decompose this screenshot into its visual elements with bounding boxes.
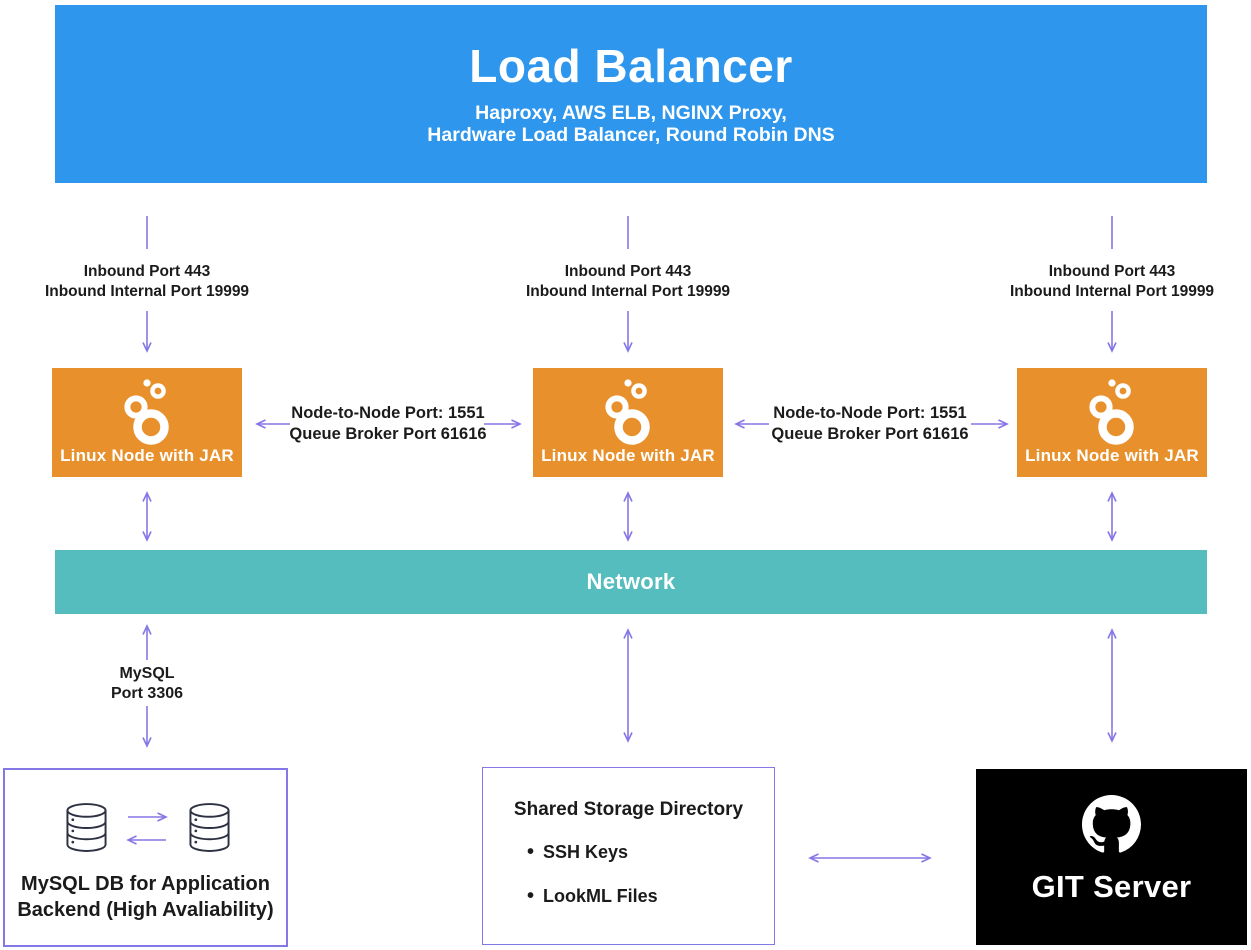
linux-node-label: Linux Node with JAR bbox=[1025, 446, 1199, 465]
load-balancer-subtitle: Haproxy, AWS ELB, NGINX Proxy, Hardware … bbox=[55, 102, 1207, 146]
node-to-node-line1: Node-to-Node Port: 1551 bbox=[291, 404, 485, 422]
linux-node-box-1: Linux Node with JAR bbox=[52, 368, 242, 477]
mysql-db-title: MySQL DB for Application Backend (High A… bbox=[5, 871, 286, 923]
load-balancer-subtitle-line2: Hardware Load Balancer, Round Robin DNS bbox=[427, 124, 835, 146]
git-server-label: GIT Server bbox=[1031, 869, 1192, 904]
inbound-ports-label-left: Inbound Port 443 Inbound Internal Port 1… bbox=[17, 262, 277, 301]
mysql-port-line2: Port 3306 bbox=[110, 685, 184, 702]
load-balancer-title: Load Balancer bbox=[469, 40, 793, 92]
inbound-ports-label-center: Inbound Port 443 Inbound Internal Port 1… bbox=[498, 262, 758, 301]
shared-storage-title: Shared Storage Directory bbox=[513, 799, 744, 820]
network-bar: Network bbox=[55, 550, 1207, 614]
inbound-ports-label-right: Inbound Port 443 Inbound Internal Port 1… bbox=[982, 262, 1242, 301]
load-balancer-box: Load Balancer Haproxy, AWS ELB, NGINX Pr… bbox=[55, 5, 1207, 183]
mysql-port-label: MySQL Port 3306 bbox=[77, 664, 217, 704]
looker-circles-icon bbox=[605, 379, 650, 445]
node-to-node-label-left: Node-to-Node Port: 1551 Queue Broker Por… bbox=[263, 403, 513, 445]
shared-storage-box: Shared Storage Directory SSH Keys LookML… bbox=[482, 767, 775, 945]
inbound-ports-line2: Inbound Internal Port 19999 bbox=[44, 282, 250, 300]
mysql-port-line1: MySQL bbox=[119, 665, 175, 682]
inbound-ports-line1: Inbound Port 443 bbox=[83, 263, 211, 280]
node-to-node-line2: Queue Broker Port 61616 bbox=[771, 425, 969, 443]
network-label: Network bbox=[586, 569, 676, 594]
shared-storage-list: SSH Keys LookML Files bbox=[483, 841, 774, 908]
node-to-node-line2: Queue Broker Port 61616 bbox=[289, 425, 487, 443]
github-octocat-icon bbox=[1082, 795, 1141, 853]
mysql-db-title-line1: MySQL DB for Application bbox=[21, 873, 270, 895]
shared-storage-item-ssh-keys: SSH Keys bbox=[527, 841, 774, 864]
inbound-ports-line2: Inbound Internal Port 19999 bbox=[1009, 282, 1215, 300]
node-to-node-label-right: Node-to-Node Port: 1551 Queue Broker Por… bbox=[745, 403, 995, 445]
inbound-ports-line1: Inbound Port 443 bbox=[1048, 263, 1176, 280]
git-server-box: GIT Server bbox=[976, 769, 1247, 945]
shared-storage-item-lookml-files: LookML Files bbox=[527, 885, 774, 908]
node-to-node-line1: Node-to-Node Port: 1551 bbox=[773, 404, 967, 422]
database-cylinder-icon bbox=[66, 803, 107, 852]
inbound-ports-line2: Inbound Internal Port 19999 bbox=[525, 282, 731, 300]
mysql-db-title-line2: Backend (High Avaliability) bbox=[17, 899, 274, 921]
looker-circles-icon bbox=[124, 379, 169, 445]
load-balancer-subtitle-line1: Haproxy, AWS ELB, NGINX Proxy, bbox=[475, 102, 787, 124]
linux-node-box-2: Linux Node with JAR bbox=[533, 368, 723, 477]
inbound-ports-line1: Inbound Port 443 bbox=[564, 263, 692, 280]
looker-circles-icon bbox=[1089, 379, 1134, 445]
linux-node-label: Linux Node with JAR bbox=[541, 446, 715, 465]
linux-node-label: Linux Node with JAR bbox=[60, 446, 234, 465]
linux-node-box-3: Linux Node with JAR bbox=[1017, 368, 1207, 477]
database-cylinder-icon bbox=[189, 803, 230, 852]
mysql-db-box: MySQL DB for Application Backend (High A… bbox=[3, 768, 288, 947]
